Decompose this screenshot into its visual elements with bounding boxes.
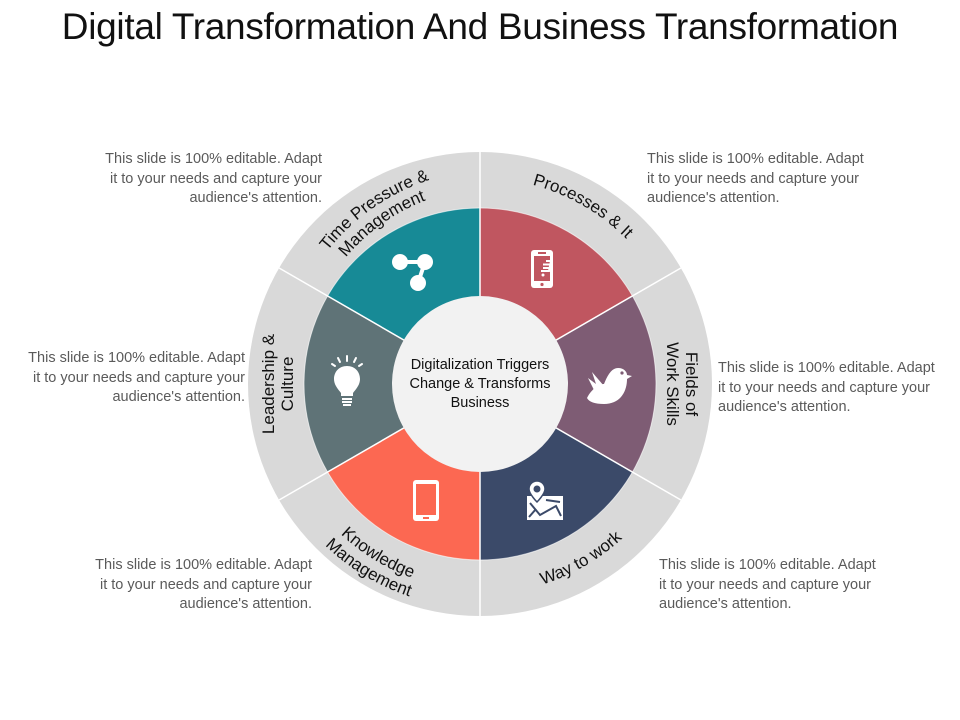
center-text-line: Change & Transforms [409,376,551,392]
description-top-left: This slide is 100% editable. Adapt it to… [62,150,322,209]
description-line: This slide is 100% editable. Adapt [659,557,876,573]
description-middle-right: This slide is 100% editable. Adapt it to… [718,359,960,418]
description-line: This slide is 100% editable. Adapt [105,151,322,167]
center-text-line: Business [450,395,510,411]
description-line: audience's attention. [179,596,312,612]
label-line: Work Skills [663,342,682,426]
description-line: This slide is 100% editable. Adapt [95,557,312,573]
segment-label-leadership: Leadership & Culture [259,333,297,434]
description-line: audience's attention. [112,389,245,405]
share-nodes-icon [392,254,433,291]
description-bottom-right: This slide is 100% editable. Adapt it to… [659,556,919,615]
tablet-icon [413,480,439,521]
slide-title: Digital Transformation And Business Tran… [61,6,899,47]
description-top-right: This slide is 100% editable. Adapt it to… [647,150,907,209]
description-line: audience's attention. [647,190,780,206]
description-middle-left: This slide is 100% editable. Adapt it to… [0,349,245,408]
description-line: This slide is 100% editable. Adapt [647,151,864,167]
description-line: This slide is 100% editable. Adapt [28,350,245,366]
center-text-line: Digitalization Triggers [410,357,550,373]
description-line: it to your needs and capture your [647,170,859,187]
map-pin-icon [527,480,563,520]
label-line: Fields of [682,352,701,417]
description-line: it to your needs and capture your [33,369,245,386]
bird-icon [587,368,632,404]
description-line: it to your needs and capture your [718,379,930,396]
label-line: Leadership & [259,333,278,434]
description-line: audience's attention. [189,190,322,206]
description-line: audience's attention. [659,596,792,612]
description-line: This slide is 100% editable. Adapt [718,360,935,376]
label-line: Culture [278,357,297,412]
description-line: it to your needs and capture your [659,576,871,593]
description-line: audience's attention. [718,399,851,415]
center-circle [392,296,568,472]
mobile-shopping-cart-icon [531,250,553,288]
description-line: it to your needs and capture your [100,576,312,593]
center-text: Digitalization Triggers Change & Transfo… [392,356,568,413]
lightbulb-icon [331,355,363,406]
description-line: it to your needs and capture your [110,170,322,187]
description-bottom-left: This slide is 100% editable. Adapt it to… [52,556,312,615]
segment-label-fields-of-work: Fields of Work Skills [663,342,701,426]
